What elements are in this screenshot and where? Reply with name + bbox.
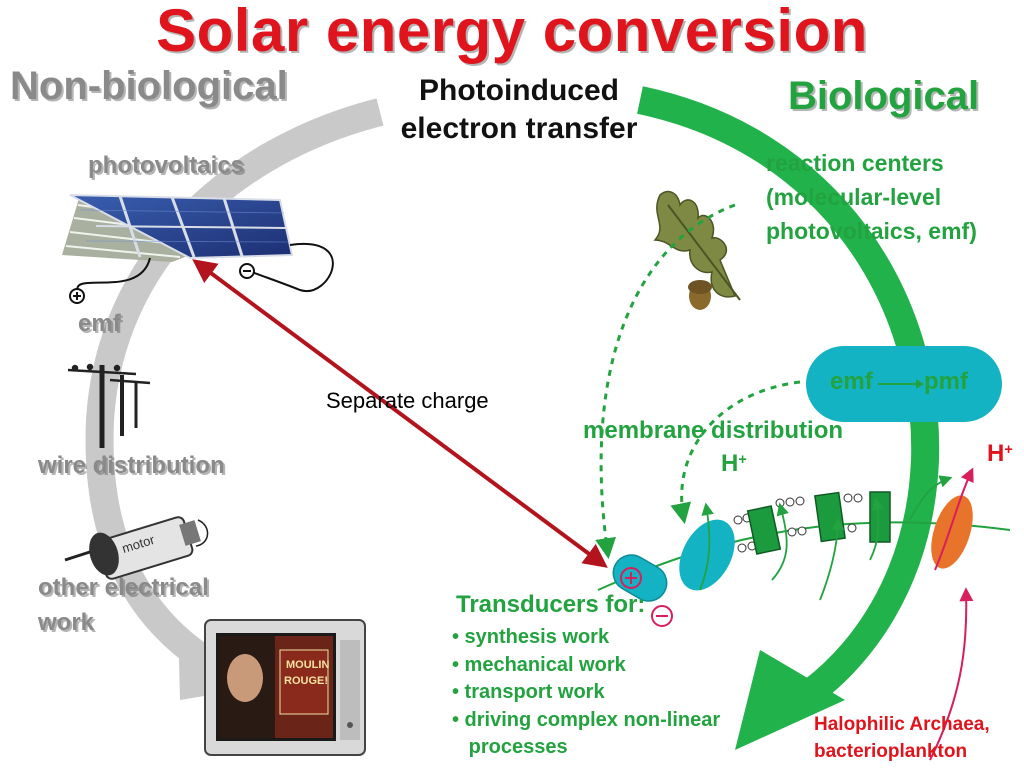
photoinduced-line2: electron transfer xyxy=(400,112,638,145)
plus-charge-icon xyxy=(620,567,642,589)
pink-arrow-from-bottom xyxy=(929,587,974,761)
emf-pmf-capsule: emf pmf xyxy=(806,346,1002,422)
minus-charge-icon xyxy=(651,605,673,627)
wire-distribution-label: wire distribution xyxy=(38,452,225,479)
h-plus-red-symbol: H xyxy=(987,440,1005,467)
emf-label: emf xyxy=(830,368,873,395)
negative-terminal-icon xyxy=(239,263,255,279)
power-pole-icon xyxy=(67,363,151,448)
h-plus-red-label: H+ xyxy=(987,440,1013,468)
solar-panel-icon xyxy=(62,194,294,262)
transducers-list: • synthesis work • mechanical work • tra… xyxy=(452,624,720,762)
membrane-small-arrows xyxy=(699,475,953,601)
reaction-centers-label: reaction centers (molecular-level photov… xyxy=(766,146,977,248)
separate-charge-label: Separate charge xyxy=(326,388,489,413)
television-icon: MOULIN ROUGE! xyxy=(204,619,366,756)
halophilic-line1: Halophilic Archaea, xyxy=(814,714,990,735)
dashed-arrow-emf xyxy=(670,380,801,525)
panel-wire-positive xyxy=(76,257,151,293)
non-biological-heading: Non-biological xyxy=(10,64,288,108)
reaction-centers-line2: (molecular-level xyxy=(766,184,942,210)
membrane-protein-orange xyxy=(931,495,973,569)
tv-text-line1: MOULIN xyxy=(286,659,329,671)
photovoltaics-label: photovoltaics xyxy=(88,152,245,179)
membrane-protein-cyan xyxy=(679,519,735,591)
separate-charge-arrow xyxy=(192,259,608,568)
acorn-icon xyxy=(688,280,712,310)
h-plus-label: H+ xyxy=(721,450,747,478)
lipid-heads xyxy=(733,493,863,553)
reaction-centers-line3: photovoltaics, emf) xyxy=(766,218,977,244)
other-work-line2: work xyxy=(38,609,95,636)
green-arrowhead xyxy=(735,650,845,750)
transducer-item: processes xyxy=(452,736,568,758)
other-work-line1: other electrical xyxy=(38,574,209,601)
page-title: Solar energy conversion xyxy=(156,0,868,64)
transducer-item: • transport work xyxy=(452,681,605,703)
emf-label-nonbio: emf xyxy=(78,310,121,337)
halophilic-line2: bacterioplankton xyxy=(814,741,968,762)
emf-to-pmf-arrow xyxy=(878,379,924,389)
tv-text-line2: ROUGE! xyxy=(284,675,328,687)
other-electrical-work-label: other electrical work xyxy=(38,570,209,640)
dashed-arrow-leaf xyxy=(595,203,736,560)
h-plus-symbol: H xyxy=(721,450,739,477)
motor-icon: motor xyxy=(64,516,209,580)
pmf-label: pmf xyxy=(924,368,968,395)
positive-terminal-icon xyxy=(69,288,85,304)
pink-arrow-through-pump xyxy=(934,467,974,571)
photoinduced-line1: Photoinduced xyxy=(419,74,619,107)
transducers-heading: Transducers for: xyxy=(456,591,646,618)
reaction-centers-line1: reaction centers xyxy=(766,150,944,176)
transducer-item: • synthesis work xyxy=(452,626,610,648)
h-plus-sup: + xyxy=(738,452,747,468)
h-plus-red-sup: + xyxy=(1004,442,1013,458)
transducer-item: • mechanical work xyxy=(452,653,626,676)
photoinduced-electron-transfer-label: Photoinduced electron transfer xyxy=(384,72,654,148)
halophilic-label: Halophilic Archaea, bacterioplankton xyxy=(814,711,990,765)
biological-heading: Biological xyxy=(788,74,980,118)
membrane-distribution-label: membrane distribution xyxy=(583,417,844,444)
transducer-item: • driving complex non-linear xyxy=(452,708,721,731)
oak-leaf-icon xyxy=(653,190,741,301)
